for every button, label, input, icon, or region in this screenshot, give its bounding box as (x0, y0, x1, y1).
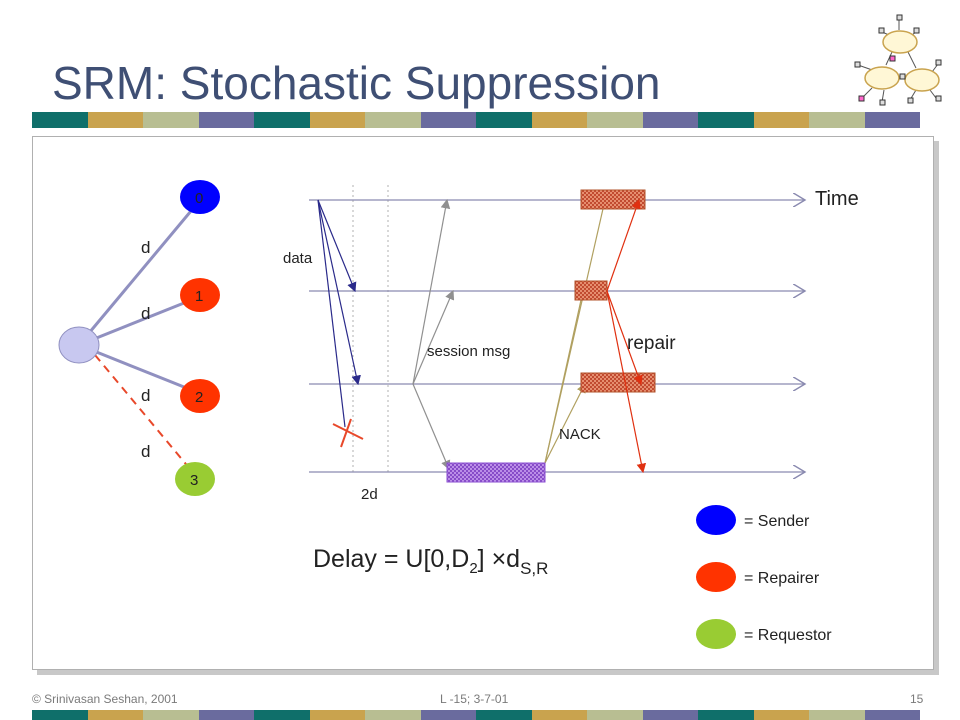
footer-lecture-ref: L -15; 3-7-01 (440, 692, 509, 706)
node-3-requestor (175, 462, 215, 496)
requestor-dot-icon (696, 619, 736, 649)
repair-timer-node-2 (580, 372, 656, 393)
data-label: data (283, 250, 313, 267)
root-node (58, 326, 100, 364)
bottom-color-band (32, 710, 920, 720)
nack-label: NACK (559, 426, 601, 443)
tree-edge-3-lossy (94, 354, 196, 476)
edge-label-d-0: d (141, 238, 150, 257)
node-label-2: 2 (195, 389, 203, 406)
request-timer-node-3 (446, 462, 546, 483)
session-msg-arrow-0 (412, 198, 451, 385)
sender-dot-icon (696, 505, 736, 535)
tree-edge-0 (77, 198, 203, 346)
node-1-repairer (180, 278, 220, 312)
legend-repairer-label: = Repairer (744, 570, 820, 587)
loss-mark-stroke (340, 418, 352, 448)
network-logo-icon (854, 14, 942, 106)
formula-prefix: Delay = U[0,D (313, 545, 469, 573)
legend-sender-label: = Sender (744, 513, 810, 530)
nack-arrow-1 (544, 289, 586, 464)
session-msg-arrow-1 (412, 289, 455, 385)
formula-sub2: S,R (520, 559, 548, 578)
diagram-panel: 0 1 2 3 d d d d (32, 136, 934, 670)
nack-arrow-2 (544, 382, 586, 464)
node-label-0: 0 (195, 190, 203, 207)
edge-label-d-3: d (141, 442, 150, 461)
tree-edge-1 (78, 295, 200, 347)
repair-arrow-3 (606, 290, 647, 474)
srm-diagram: 0 1 2 3 d d d d (58, 180, 859, 649)
data-arrow-to-3 (317, 199, 346, 428)
formula-sub1: 2 (469, 560, 477, 577)
time-axis-label: Time (815, 188, 859, 210)
page-number: 15 (910, 692, 924, 706)
two-d-label: 2d (361, 486, 378, 503)
session-msg-label: session msg (427, 343, 510, 360)
formula-mid: ] (478, 545, 492, 573)
node-label-3: 3 (190, 472, 198, 489)
repair-timer-node-0 (580, 189, 646, 210)
node-label-1: 1 (195, 288, 203, 305)
edge-label-d-1: d (141, 304, 150, 323)
data-arrow-to-1 (317, 199, 357, 293)
repairer-dot-icon (696, 562, 736, 592)
node-2-repairer (180, 379, 220, 413)
data-arrow-to-2 (317, 199, 361, 386)
slide-title: SRM: Stochastic Suppression (52, 57, 661, 109)
loss-mark-icon (332, 423, 364, 440)
session-msg-arrow-3 (412, 383, 451, 471)
node-0-sender (180, 180, 220, 214)
repair-arrow-0 (606, 198, 641, 292)
formula-d: d (506, 545, 520, 573)
edge-label-d-2: d (141, 386, 150, 405)
formula-times-symbol: × (492, 545, 507, 573)
legend-requestor-label: = Requestor (744, 627, 832, 644)
tree-edge-2 (78, 343, 200, 395)
repair-arrow-2 (606, 290, 643, 386)
top-color-band (32, 112, 920, 128)
repair-label: repair (627, 333, 676, 354)
repair-timer-node-1 (574, 280, 608, 301)
delay-formula: Delay = U[0,D2] ×dS,R (313, 545, 548, 578)
footer-copyright: © Srinivasan Seshan, 2001 (32, 692, 178, 706)
